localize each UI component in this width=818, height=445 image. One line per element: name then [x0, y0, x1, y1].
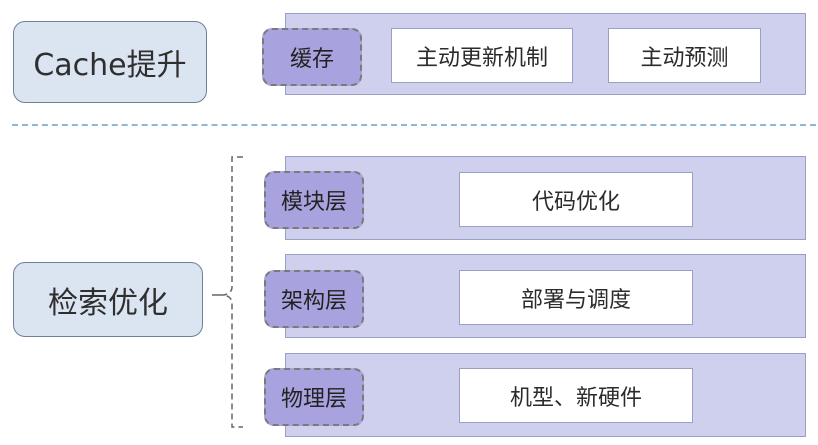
module-layer-tag-label: 模块层 [280, 190, 347, 215]
architecture-layer-item-label: 部署与调度 [520, 287, 631, 313]
physical-layer-item-label: 机型、新硬件 [509, 385, 642, 411]
module-layer-item-label: 代码优化 [531, 189, 620, 215]
physical-layer-tag: 物理层 [264, 368, 364, 426]
cache-item-label: 主动更新机制 [415, 45, 548, 71]
cache-main-label: Cache提升 [33, 48, 187, 83]
cache-tag-label: 缓存 [289, 47, 334, 72]
search-main-label: 检索优化 [48, 285, 168, 321]
module-layer-tag: 模块层 [264, 171, 364, 229]
cache-item-active-update: 主动更新机制 [391, 28, 573, 83]
search-main-box: 检索优化 [13, 262, 203, 337]
section-divider [12, 124, 816, 126]
cache-item-active-predict: 主动预测 [608, 28, 761, 83]
cache-tag: 缓存 [262, 28, 362, 86]
architecture-layer-item: 部署与调度 [459, 270, 693, 325]
architecture-layer-tag: 架构层 [264, 270, 364, 328]
physical-layer-tag-label: 物理层 [280, 387, 347, 412]
physical-layer-item: 机型、新硬件 [459, 368, 693, 423]
cache-main-box: Cache提升 [13, 21, 207, 103]
module-layer-item: 代码优化 [459, 172, 693, 227]
architecture-layer-tag-label: 架构层 [280, 289, 347, 314]
cache-item-label: 主动预测 [640, 45, 729, 71]
